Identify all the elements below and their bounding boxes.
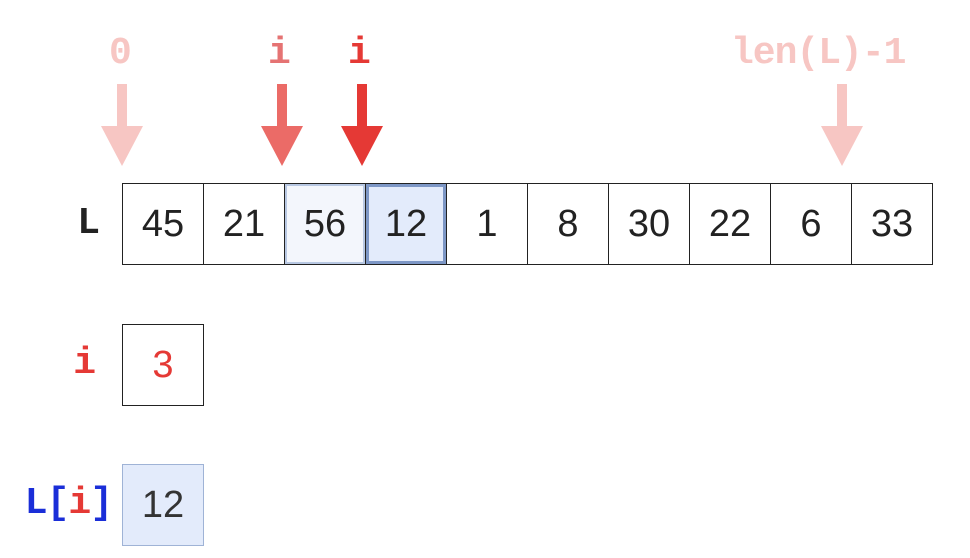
array-cell-1: 21: [203, 183, 285, 265]
array-cell-2: 56: [284, 183, 366, 265]
arrow-down-prev-i-icon: [261, 84, 303, 166]
array-cells: 45 21 56 12 1 8 30 22 6 33: [122, 183, 933, 265]
array-name-label: L: [77, 202, 100, 245]
array-cell-9: 33: [851, 183, 933, 265]
element-access-box: 12: [122, 464, 204, 546]
array-cell-3: 12: [365, 183, 447, 265]
element-access-close-bracket: ]: [90, 482, 113, 525]
index-label-start: 0: [109, 32, 132, 75]
arrow-down-end-icon: [821, 84, 863, 166]
array-cell-6: 30: [608, 183, 690, 265]
element-access-list-name: L: [24, 482, 48, 525]
element-access-value: 12: [141, 483, 185, 526]
array-cell-value: 45: [141, 202, 185, 245]
index-label-prev-i: i: [268, 32, 291, 75]
index-label-current-i: i: [348, 32, 371, 75]
array-cell-value: 30: [627, 202, 671, 245]
array-cell-value: 33: [870, 202, 914, 245]
element-access-open-bracket: [: [46, 482, 70, 525]
array-cell-value: 1: [476, 202, 498, 245]
variable-i-box: 3: [122, 324, 204, 406]
array-cell-value: 21: [222, 202, 266, 245]
array-cell-0: 45: [122, 183, 204, 265]
arrow-down-current-i-icon: [341, 84, 383, 166]
array-cell-7: 22: [689, 183, 771, 265]
index-label-end: len(L)-1: [731, 32, 906, 75]
array-cell-8: 6: [770, 183, 852, 265]
element-access-index-name: i: [68, 482, 91, 525]
array-cell-value: 6: [800, 202, 822, 245]
variable-i-value: 3: [152, 343, 174, 386]
array-cell-4: 1: [446, 183, 528, 265]
array-cell-value: 12: [384, 202, 428, 245]
array-cell-value: 56: [303, 202, 347, 245]
array-cell-value: 8: [557, 202, 579, 245]
array-cell-value: 22: [708, 202, 752, 245]
array-cell-5: 8: [527, 183, 609, 265]
variable-i-label: i: [73, 342, 96, 385]
arrow-down-start-icon: [101, 84, 143, 166]
element-access-label: L[i]: [0, 464, 113, 544]
